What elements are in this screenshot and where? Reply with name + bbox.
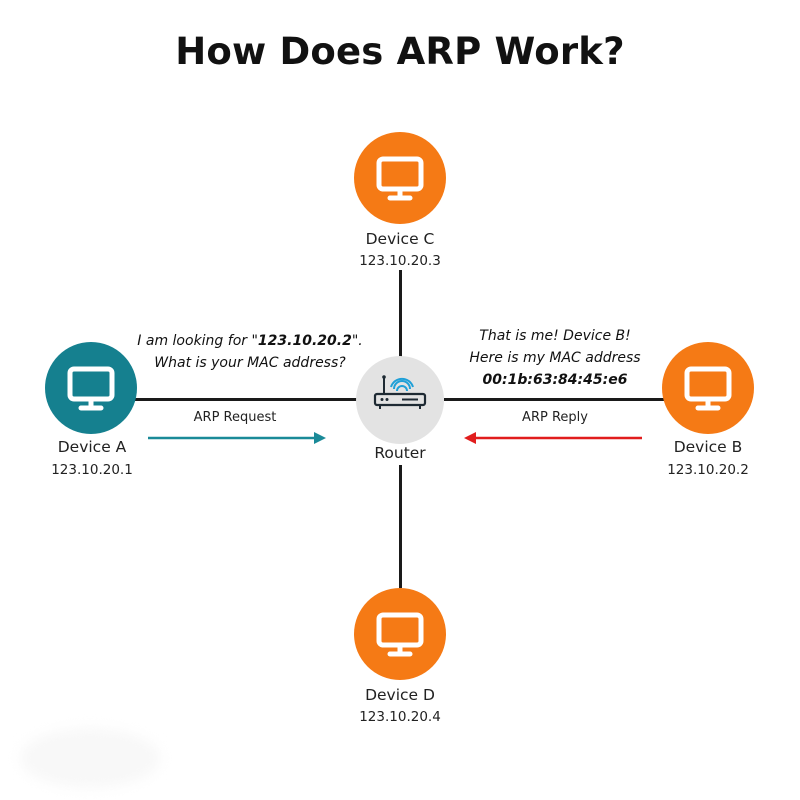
router-name: Router <box>374 444 426 462</box>
device-a-ip: 123.10.20.1 <box>51 462 133 478</box>
request-target-ip: 123.10.20.2 <box>257 333 352 349</box>
router-node <box>356 356 444 444</box>
corner-highlight <box>20 728 160 788</box>
link-c-router <box>399 270 402 358</box>
monitor-icon <box>684 366 732 411</box>
device-c-name: Device C <box>365 230 435 248</box>
device-b-name: Device B <box>673 438 743 456</box>
arp-request-arrow <box>148 432 326 444</box>
device-b-ip: 123.10.20.2 <box>667 462 749 478</box>
device-d-name: Device D <box>365 686 435 704</box>
request-line-2: What is your MAC address? <box>154 355 346 371</box>
device-a-node <box>45 342 137 434</box>
device-a-name: Device A <box>57 438 127 456</box>
link-a-router <box>135 398 360 401</box>
reply-message: That is me! Device B! Here is my MAC add… <box>440 325 670 391</box>
request-line-1: I am looking for "123.10.20.2". <box>110 330 390 352</box>
reply-line-2: Here is my MAC address <box>469 350 641 366</box>
link-router-d <box>399 465 402 588</box>
link-router-b <box>444 398 666 401</box>
monitor-icon <box>67 366 115 411</box>
device-d-ip: 123.10.20.4 <box>359 709 441 725</box>
device-d-node <box>354 588 446 680</box>
router-wifi-icon <box>373 375 427 409</box>
reply-line-1: That is me! Device B! <box>479 328 631 344</box>
request-line-1-prefix: I am looking for " <box>137 333 258 349</box>
monitor-icon <box>376 612 424 657</box>
monitor-icon <box>376 156 424 201</box>
reply-mac-address: 00:1b:63:84:45:e6 <box>482 372 628 388</box>
reply-mac: 00:1b:63:84:45:e6 <box>440 369 670 391</box>
device-c-ip: 123.10.20.3 <box>359 253 441 269</box>
device-c-node <box>354 132 446 224</box>
arp-request-label: ARP Request <box>193 410 277 425</box>
diagram-title: How Does ARP Work? <box>175 30 625 73</box>
arp-reply-arrow <box>464 432 642 444</box>
arp-reply-label: ARP Reply <box>522 410 588 425</box>
request-line-1-suffix: ". <box>351 333 363 349</box>
device-b-node <box>662 342 754 434</box>
request-message: I am looking for "123.10.20.2". What is … <box>110 330 390 374</box>
